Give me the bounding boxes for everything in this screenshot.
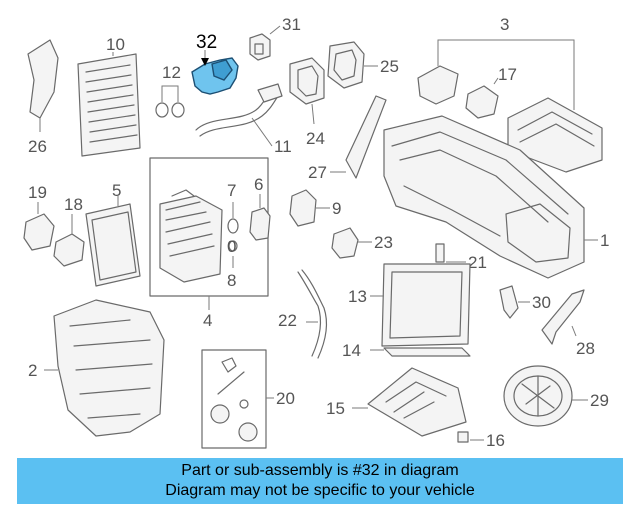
part-23-actuator[interactable] [331, 227, 372, 259]
part-27-bracket[interactable] [330, 95, 387, 179]
callout-21[interactable]: 21 [468, 253, 487, 272]
part-1-main-housing[interactable] [383, 115, 598, 279]
callout-30[interactable]: 30 [532, 293, 551, 312]
callout-16[interactable]: 16 [486, 431, 505, 450]
callout-7[interactable]: 7 [227, 181, 236, 200]
part-21-screw[interactable] [435, 243, 466, 263]
part-10-heater-core[interactable] [77, 52, 141, 157]
part-4-evaporator-group[interactable] [149, 157, 269, 310]
part-6-valve[interactable] [249, 194, 271, 241]
callout-4[interactable]: 4 [203, 311, 212, 330]
part-26-duct[interactable] [27, 39, 59, 132]
info-banner: Part or sub-assembly is #32 in diagram D… [17, 458, 623, 504]
callout-10[interactable]: 10 [106, 35, 125, 54]
part-12-o-rings[interactable] [155, 85, 185, 118]
callout-3[interactable]: 3 [500, 15, 509, 34]
banner-line-1: Part or sub-assembly is #32 in diagram [181, 462, 459, 479]
part-11-pipes[interactable] [195, 83, 283, 147]
callout-13[interactable]: 13 [348, 287, 367, 306]
callout-24[interactable]: 24 [306, 129, 325, 148]
part-7-o-ring[interactable] [227, 202, 239, 234]
part-0-o-ring[interactable] [228, 240, 238, 252]
callout-22[interactable]: 22 [278, 311, 297, 330]
callout-32[interactable]: 32 [196, 32, 217, 53]
banner-line-2: Diagram may not be specific to your vehi… [165, 482, 475, 499]
callout-17[interactable]: 17 [498, 65, 517, 84]
callout-25[interactable]: 25 [380, 57, 399, 76]
callout-6[interactable]: 6 [254, 175, 263, 194]
callout-29[interactable]: 29 [590, 391, 609, 410]
callout-9[interactable]: 9 [332, 199, 341, 218]
callout-27[interactable]: 27 [308, 163, 327, 182]
part-24-seal[interactable] [289, 57, 325, 125]
part-19-mount[interactable] [23, 202, 55, 251]
part-30-clip[interactable] [499, 285, 530, 319]
callout-18[interactable]: 18 [64, 195, 83, 214]
part-20-hardware-group[interactable] [201, 349, 274, 449]
part-14-seal[interactable] [370, 347, 471, 357]
parts-diagram: 32 31 10 12 3 25 17 [23, 15, 609, 450]
part-31-switch[interactable] [249, 25, 281, 61]
callout-15[interactable]: 15 [326, 399, 345, 418]
callout-2[interactable]: 2 [28, 361, 37, 380]
part-29-blower-motor[interactable] [503, 365, 588, 427]
callout-0[interactable]: 0 [227, 237, 236, 256]
part-16-screw[interactable] [457, 431, 484, 443]
part-2-lower-housing[interactable] [44, 299, 165, 437]
callout-12[interactable]: 12 [162, 63, 181, 82]
part-18-mount[interactable] [53, 214, 85, 267]
callout-23[interactable]: 23 [374, 233, 393, 252]
callout-5[interactable]: 5 [112, 181, 121, 200]
part-25-seal[interactable] [327, 41, 378, 89]
part-17-bracket[interactable] [465, 77, 499, 119]
callout-14[interactable]: 14 [342, 341, 361, 360]
part-5-filter[interactable] [85, 196, 141, 287]
part-22-hose[interactable] [297, 269, 328, 359]
callout-28[interactable]: 28 [576, 339, 595, 358]
part-13-cabin-filter[interactable] [370, 263, 471, 347]
callout-20[interactable]: 20 [276, 389, 295, 408]
callout-26[interactable]: 26 [28, 137, 47, 156]
part-32-highlighted[interactable] [191, 50, 239, 95]
callout-11[interactable]: 11 [274, 137, 292, 156]
callout-31[interactable]: 31 [282, 15, 301, 34]
callout-1[interactable]: 1 [600, 231, 609, 250]
callout-8[interactable]: 8 [227, 271, 236, 290]
part-15-tray[interactable] [352, 367, 467, 437]
part-28-bracket[interactable] [541, 289, 585, 345]
part-9-sensor[interactable] [289, 189, 330, 227]
callout-19[interactable]: 19 [28, 183, 47, 202]
part-3-housing-upper[interactable] [417, 39, 603, 173]
